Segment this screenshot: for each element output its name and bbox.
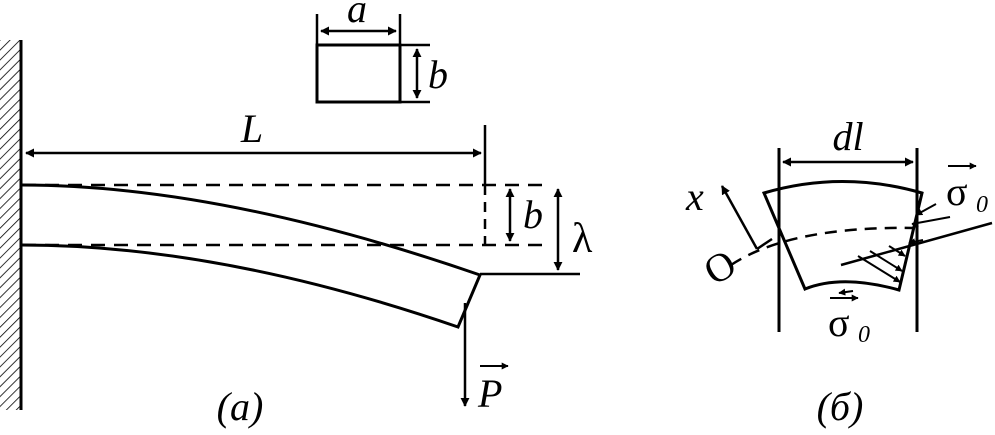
length-label: L bbox=[240, 106, 263, 151]
cross-section: a b bbox=[315, 0, 448, 104]
caption-a: (a) bbox=[217, 384, 264, 429]
section-width-label: a bbox=[347, 0, 367, 31]
length-dimension: L bbox=[25, 106, 487, 185]
stress-top-subscript: 0 bbox=[976, 192, 988, 218]
curved-element bbox=[761, 180, 924, 292]
stress-top-label: σ bbox=[946, 169, 968, 214]
figure-a: L a b b λ P bbox=[0, 0, 593, 429]
fixed-wall bbox=[0, 40, 23, 410]
undeflected-beam-outline bbox=[22, 183, 548, 247]
caption-b: (б) bbox=[817, 384, 864, 429]
figure-b: dl O x σ 0 bbox=[685, 114, 993, 429]
stress-top-label-group: σ 0 bbox=[946, 162, 988, 218]
x-axis: x bbox=[685, 174, 773, 251]
axis-label: x bbox=[685, 174, 704, 219]
deflection-label: λ bbox=[572, 216, 593, 262]
beam-height-label: b bbox=[523, 192, 543, 237]
neutral-axis-label: O bbox=[696, 240, 744, 293]
deflected-beam bbox=[21, 183, 483, 329]
force-label: P bbox=[477, 371, 502, 416]
beam-height-dimension: b bbox=[505, 188, 543, 242]
section-height-label: b bbox=[428, 52, 448, 97]
neutral-axis: O bbox=[696, 226, 916, 294]
stress-bottom-label-group: σ 0 bbox=[828, 294, 870, 348]
element-length-label: dl bbox=[832, 114, 863, 159]
force-vector: P bbox=[460, 303, 509, 416]
stress-bottom-label: σ bbox=[828, 300, 850, 345]
element-length-dimension: dl bbox=[782, 114, 914, 167]
deflection-dimension: λ bbox=[480, 188, 593, 276]
stress-distribution bbox=[838, 203, 993, 296]
stress-bottom-subscript: 0 bbox=[858, 322, 870, 348]
